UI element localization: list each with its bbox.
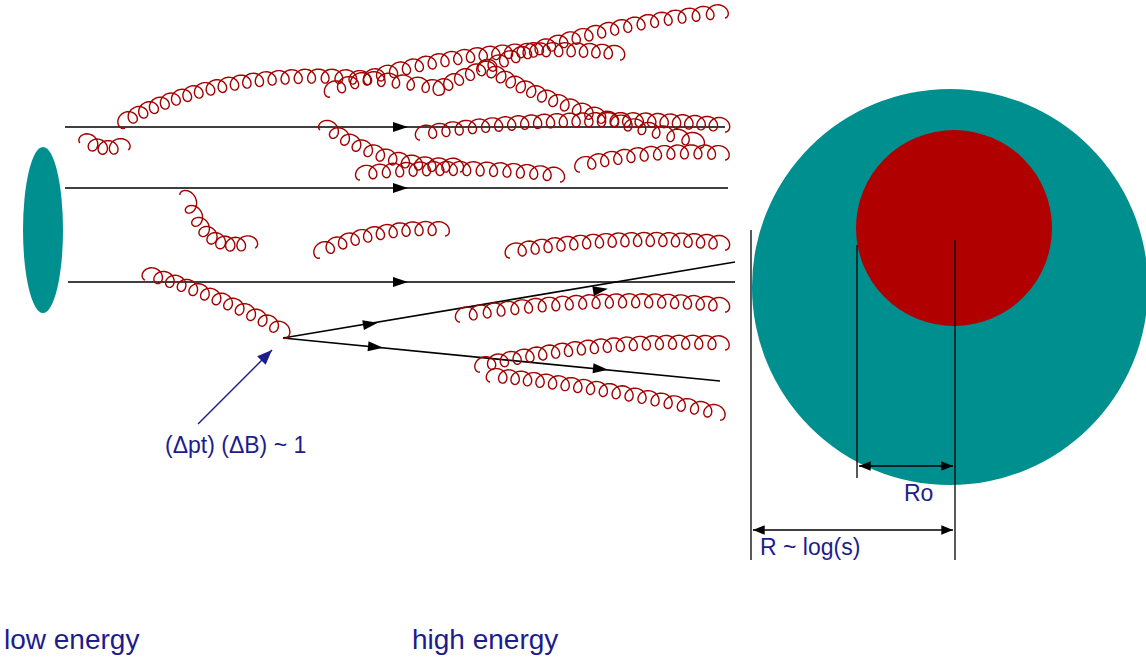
gluon [505, 232, 729, 258]
gluon [314, 221, 450, 258]
gluon [79, 134, 130, 154]
gluon [433, 5, 728, 96]
quark-arrowhead [362, 318, 378, 330]
hadron-ellipse [23, 147, 63, 313]
quark-arrows [362, 122, 608, 375]
gluon [478, 61, 705, 148]
gluon-lines [79, 5, 730, 420]
gluon [575, 145, 729, 172]
pointer-arrow [198, 350, 272, 424]
gluon [415, 113, 729, 140]
quark-lines [65, 127, 735, 381]
quark-arrowhead [593, 363, 609, 374]
gluon [324, 43, 624, 98]
caption-label: high energy [412, 626, 558, 654]
gluon [455, 294, 729, 322]
gluon [142, 268, 290, 339]
inner-disc [856, 130, 1052, 326]
gluon [486, 369, 725, 420]
annotation-label: (Δpt) (ΔB) ~ 1 [165, 434, 306, 457]
quark-arrowhead [393, 183, 408, 193]
annotation-label: Ro [904, 482, 933, 505]
gluon [356, 161, 565, 182]
quark-arrowhead [368, 341, 384, 352]
quark-arrowhead [393, 277, 408, 287]
gluon [180, 190, 258, 251]
dimension-lines [751, 230, 955, 560]
quark-arrowhead [592, 284, 608, 296]
quark-arrowhead [393, 122, 408, 132]
caption-label: low energy [4, 626, 139, 654]
gluon [319, 120, 464, 172]
annotation-label: R ~ log(s) [760, 536, 860, 559]
gluon [475, 335, 729, 372]
outer-disc [752, 89, 1146, 485]
